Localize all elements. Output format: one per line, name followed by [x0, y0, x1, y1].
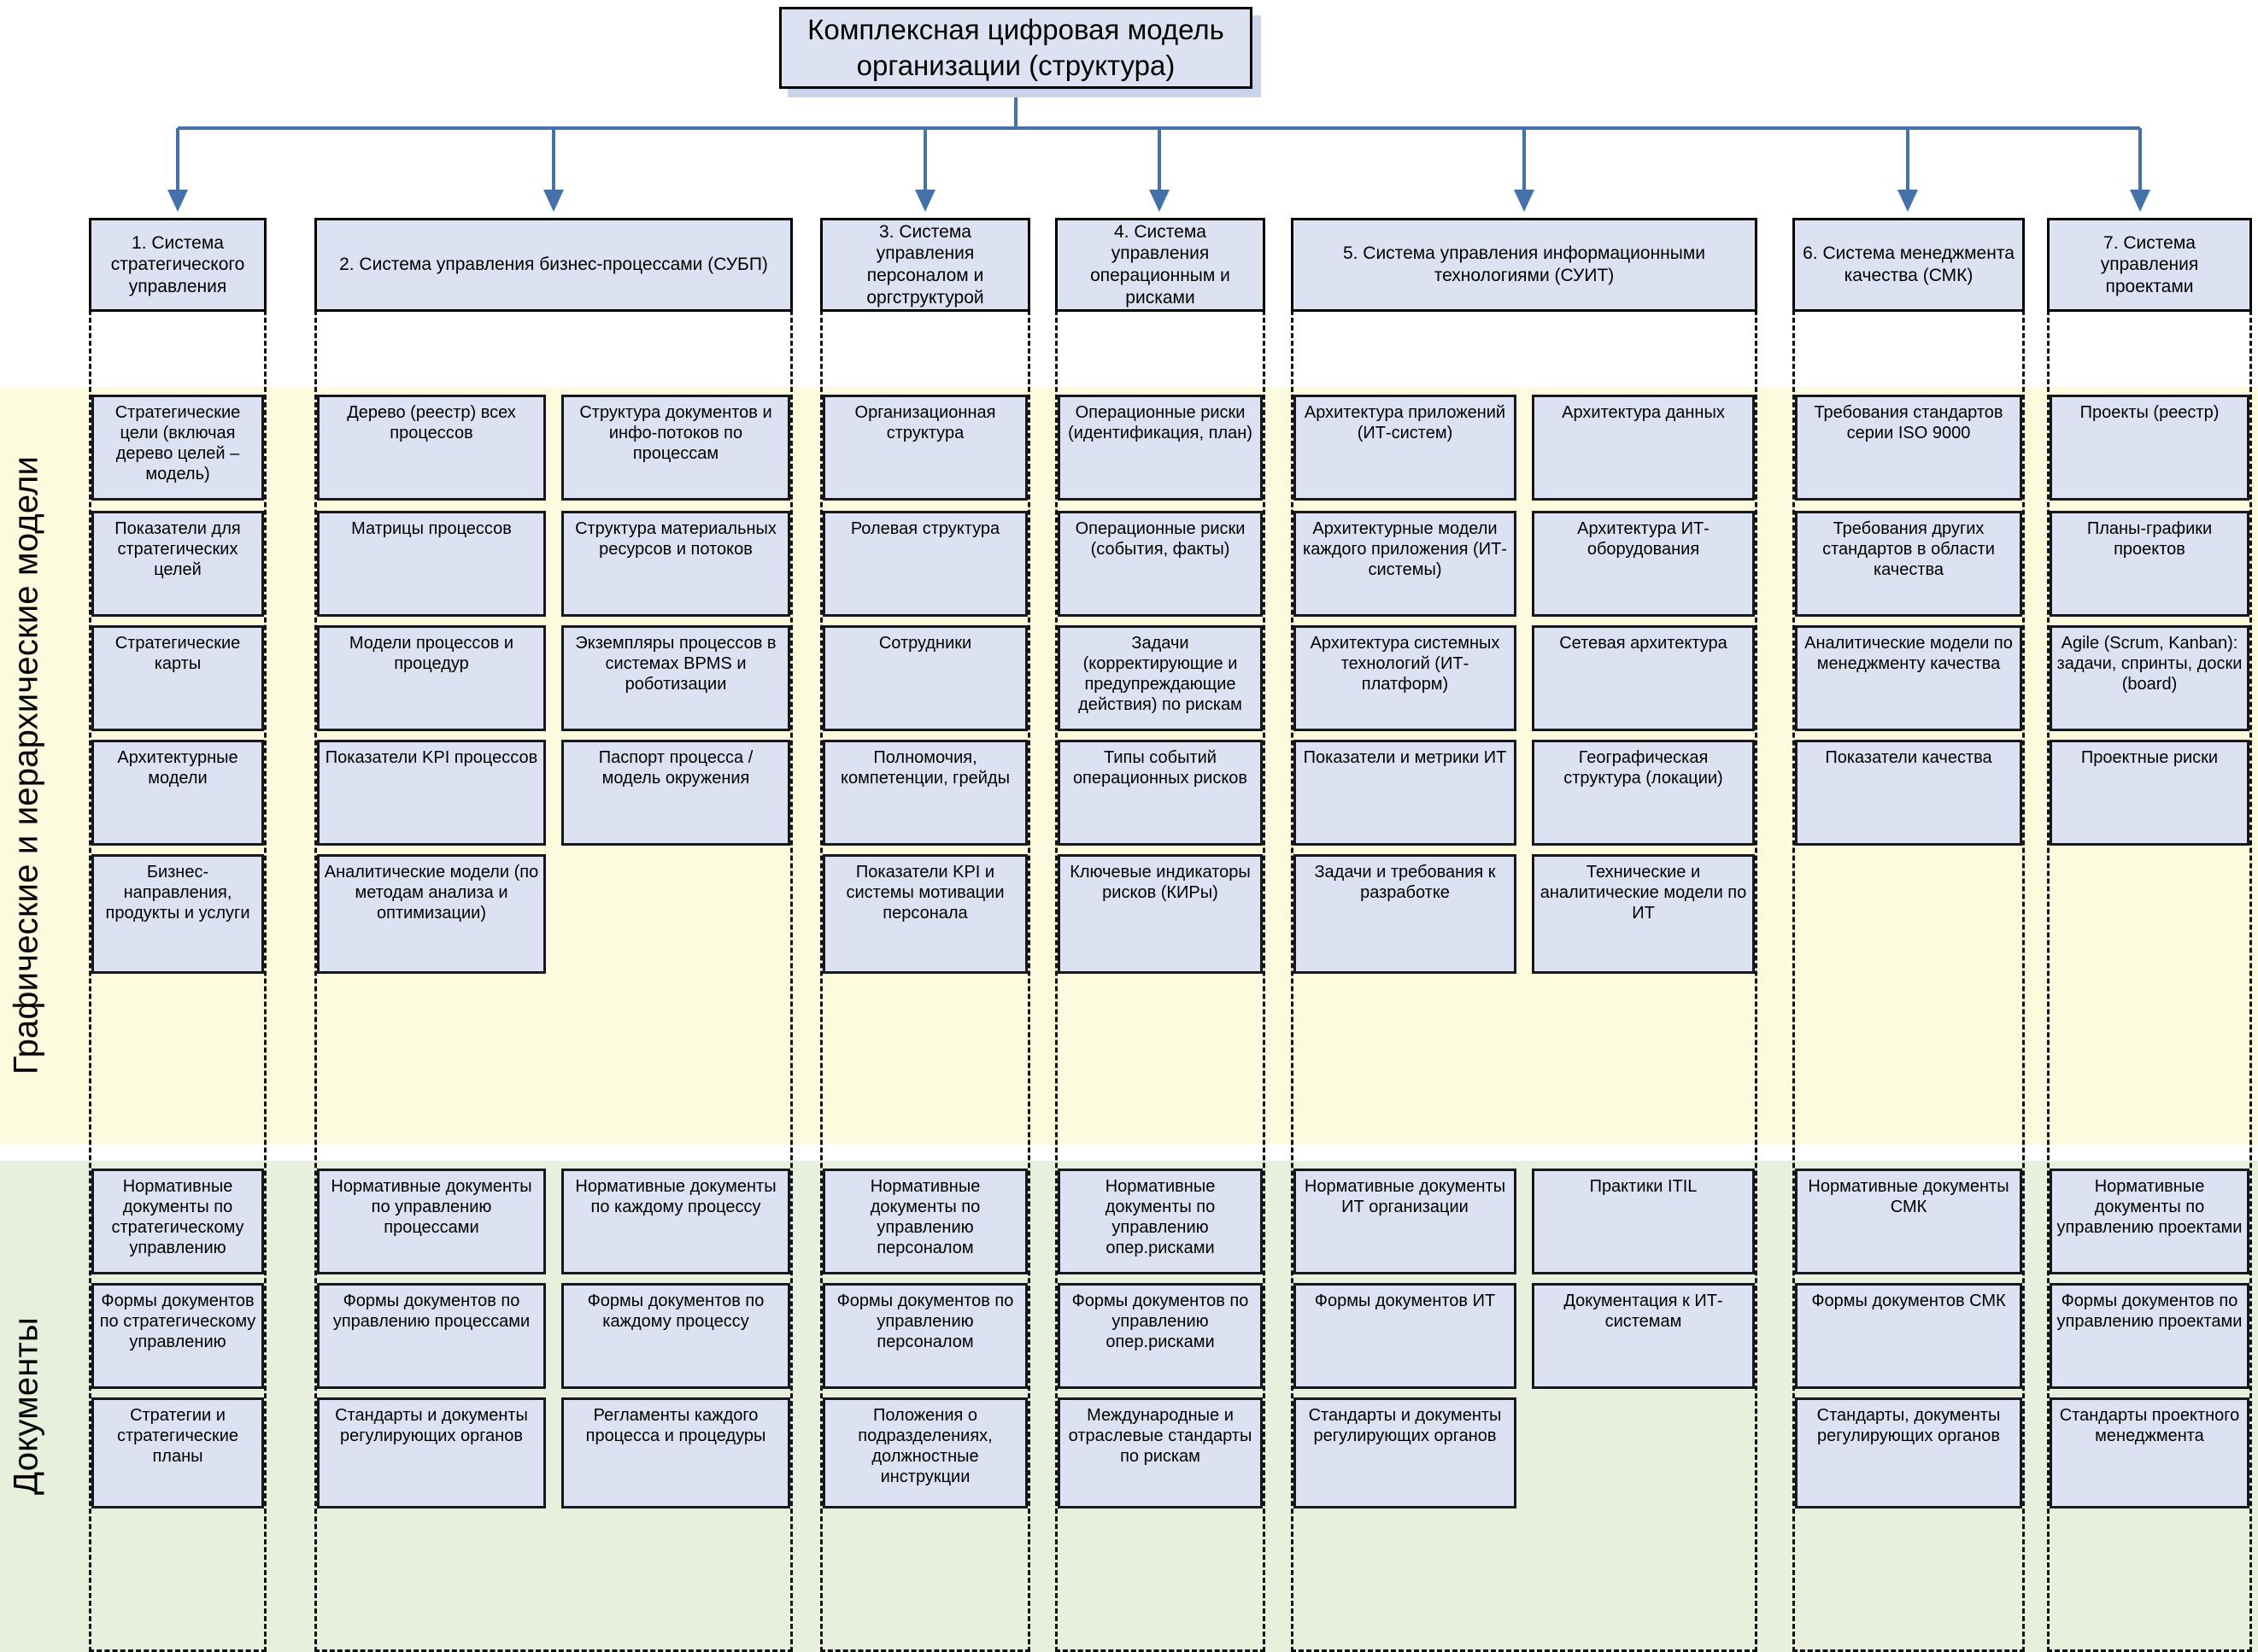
model-cell-c6-s1-r3[interactable]: Аналитические модели по менеджменту каче…	[1795, 625, 2022, 731]
document-cell-c2-s2-r2[interactable]: Формы документов по каждому процессу	[561, 1283, 790, 1389]
column-3: 3. Система управления персоналом и оргст…	[820, 218, 1030, 1652]
document-cell-c3-s1-r1[interactable]: Нормативные документы по управлению перс…	[823, 1169, 1028, 1274]
band-label-documents: Документы	[7, 1317, 45, 1496]
column-6: 6. Система менеджмента качества (СМК)	[1792, 218, 2025, 1652]
model-cell-c5-s2-r5[interactable]: Технические и аналитические модели по ИТ	[1532, 854, 1755, 974]
document-cell-c4-s1-r3[interactable]: Международные и отраслевые стандарты по …	[1058, 1397, 1263, 1508]
model-cell-c5-s2-r2[interactable]: Архитектура ИТ-оборудования	[1532, 511, 1755, 617]
model-cell-c3-s1-r1[interactable]: Организационная структура	[823, 395, 1028, 501]
model-cell-c7-s1-r4[interactable]: Проектные риски	[2050, 740, 2249, 846]
model-cell-c7-s1-r3[interactable]: Agile (Scrum, Kanban): задачи, спринты, …	[2050, 625, 2249, 731]
model-cell-c1-s1-r4[interactable]: Архитектурные модели	[91, 740, 264, 846]
document-cell-c7-s1-r2[interactable]: Формы документов по управлению проектами	[2050, 1283, 2249, 1389]
model-cell-c5-s2-r4[interactable]: Географическая структура (локации)	[1532, 740, 1755, 846]
band-label-models: Графические и иерархические модели	[7, 455, 45, 1075]
model-cell-c2-s1-r3[interactable]: Модели процессов и процедур	[317, 625, 546, 731]
column-header-5[interactable]: 5. Система управления информационными те…	[1291, 218, 1757, 312]
model-cell-c2-s2-r3[interactable]: Экземпляры процессов в системах BPMS и р…	[561, 625, 790, 731]
document-cell-c4-s1-r2[interactable]: Формы документов по управлению опер.риск…	[1058, 1283, 1263, 1389]
document-cell-c7-s1-r3[interactable]: Стандарты проектного менеджмента	[2050, 1397, 2249, 1508]
document-cell-c5-s2-r2[interactable]: Документация к ИТ-системам	[1532, 1283, 1755, 1389]
column-2: 2. Система управления бизнес-процессами …	[314, 218, 793, 1652]
column-header-2[interactable]: 2. Система управления бизнес-процессами …	[314, 218, 793, 312]
column-header-1[interactable]: 1. Система стратегического управления	[89, 218, 267, 312]
model-cell-c5-s1-r2[interactable]: Архитектурные модели каждого приложения …	[1293, 511, 1516, 617]
document-cell-c3-s1-r3[interactable]: Положения о подразделениях, должностные …	[823, 1397, 1028, 1508]
model-cell-c3-s1-r3[interactable]: Сотрудники	[823, 625, 1028, 731]
document-cell-c6-s1-r1[interactable]: Нормативные документы СМК	[1795, 1169, 2022, 1274]
model-cell-c2-s1-r2[interactable]: Матрицы процессов	[317, 511, 546, 617]
model-cell-c6-s1-r2[interactable]: Требования других стандартов в области к…	[1795, 511, 2022, 617]
column-header-7[interactable]: 7. Система управления проектами	[2047, 218, 2252, 312]
model-cell-c5-s1-r3[interactable]: Архитектура системных технологий (ИТ-пла…	[1293, 625, 1516, 731]
model-cell-c2-s1-r1[interactable]: Дерево (реестр) всех процессов	[317, 395, 546, 501]
model-cell-c5-s1-r5[interactable]: Задачи и требования к разработке	[1293, 854, 1516, 974]
model-cell-c6-s1-r1[interactable]: Требования стандартов серии ISO 9000	[1795, 395, 2022, 501]
document-cell-c1-s1-r2[interactable]: Формы документов по стратегическому упра…	[91, 1283, 264, 1389]
column-4: 4. Система управления операционным и рис…	[1055, 218, 1265, 1652]
document-cell-c2-s2-r3[interactable]: Регламенты каждого процесса и процедуры	[561, 1397, 790, 1508]
model-cell-c5-s2-r3[interactable]: Сетевая архитектура	[1532, 625, 1755, 731]
model-cell-c3-s1-r2[interactable]: Ролевая структура	[823, 511, 1028, 617]
model-cell-c5-s1-r1[interactable]: Архитектура приложений (ИТ-систем)	[1293, 395, 1516, 501]
model-cell-c2-s1-r5[interactable]: Аналитические модели (по методам анализа…	[317, 854, 546, 974]
document-cell-c5-s2-r1[interactable]: Практики ITIL	[1532, 1169, 1755, 1274]
document-cell-c2-s2-r1[interactable]: Нормативные документы по каждому процесс…	[561, 1169, 790, 1274]
model-cell-c4-s1-r2[interactable]: Операционные риски (события, факты)	[1058, 511, 1263, 617]
model-cell-c5-s2-r1[interactable]: Архитектура данных	[1532, 395, 1755, 501]
column-7: 7. Система управления проектами	[2047, 218, 2252, 1652]
column-header-6[interactable]: 6. Система менеджмента качества (СМК)	[1792, 218, 2025, 312]
model-cell-c2-s2-r1[interactable]: Структура документов и инфо-потоков по п…	[561, 395, 790, 501]
model-cell-c1-s1-r1[interactable]: Стратегические цели (включая дерево целе…	[91, 395, 264, 501]
model-cell-c7-s1-r2[interactable]: Планы-графики проектов	[2050, 511, 2249, 617]
document-cell-c1-s1-r3[interactable]: Стратегии и стратегические планы	[91, 1397, 264, 1508]
column-header-3[interactable]: 3. Система управления персоналом и оргст…	[820, 218, 1030, 312]
model-cell-c5-s1-r4[interactable]: Показатели и метрики ИТ	[1293, 740, 1516, 846]
document-cell-c7-s1-r1[interactable]: Нормативные документы по управлению прое…	[2050, 1169, 2249, 1274]
document-cell-c2-s1-r1[interactable]: Нормативные документы по управлению проц…	[317, 1169, 546, 1274]
model-cell-c1-s1-r5[interactable]: Бизнес-направления, продукты и услуги	[91, 854, 264, 974]
page-title: Комплексная цифровая модель организации …	[779, 7, 1252, 89]
model-cell-c4-s1-r1[interactable]: Операционные риски (идентификация, план)	[1058, 395, 1263, 501]
model-cell-c2-s2-r4[interactable]: Паспорт процесса / модель окружения	[561, 740, 790, 846]
model-cell-c1-s1-r2[interactable]: Показатели для стратегических целей	[91, 511, 264, 617]
model-cell-c1-s1-r3[interactable]: Стратегические карты	[91, 625, 264, 731]
document-cell-c3-s1-r2[interactable]: Формы документов по управлению персонало…	[823, 1283, 1028, 1389]
column-1: 1. Система стратегического управления	[89, 218, 267, 1652]
model-cell-c6-s1-r4[interactable]: Показатели качества	[1795, 740, 2022, 846]
document-cell-c1-s1-r1[interactable]: Нормативные документы по стратегическому…	[91, 1169, 264, 1274]
document-cell-c2-s1-r3[interactable]: Стандарты и документы регулирующих орган…	[317, 1397, 546, 1508]
document-cell-c5-s1-r3[interactable]: Стандарты и документы регулирующих орган…	[1293, 1397, 1516, 1508]
model-cell-c4-s1-r4[interactable]: Типы событий операционных рисков	[1058, 740, 1263, 846]
model-cell-c3-s1-r4[interactable]: Полномочия, компетенции, грейды	[823, 740, 1028, 846]
model-cell-c4-s1-r3[interactable]: Задачи (корректирующие и предупреждающие…	[1058, 625, 1263, 731]
model-cell-c2-s1-r4[interactable]: Показатели KPI процессов	[317, 740, 546, 846]
column-header-4[interactable]: 4. Система управления операционным и рис…	[1055, 218, 1265, 312]
model-cell-c2-s2-r2[interactable]: Структура материальных ресурсов и потоко…	[561, 511, 790, 617]
model-cell-c3-s1-r5[interactable]: Показатели KPI и системы мотивации персо…	[823, 854, 1028, 974]
document-cell-c6-s1-r3[interactable]: Стандарты, документы регулирующих органо…	[1795, 1397, 2022, 1508]
document-cell-c2-s1-r2[interactable]: Формы документов по управлению процессам…	[317, 1283, 546, 1389]
document-cell-c5-s1-r2[interactable]: Формы документов ИТ	[1293, 1283, 1516, 1389]
model-cell-c7-s1-r1[interactable]: Проекты (реестр)	[2050, 395, 2249, 501]
document-cell-c5-s1-r1[interactable]: Нормативные документы ИТ организации	[1293, 1169, 1516, 1274]
column-5: 5. Система управления информационными те…	[1291, 218, 1757, 1652]
document-cell-c4-s1-r1[interactable]: Нормативные документы по управлению опер…	[1058, 1169, 1263, 1274]
model-cell-c4-s1-r5[interactable]: Ключевые индикаторы рисков (КИРы)	[1058, 854, 1263, 974]
document-cell-c6-s1-r2[interactable]: Формы документов СМК	[1795, 1283, 2022, 1389]
